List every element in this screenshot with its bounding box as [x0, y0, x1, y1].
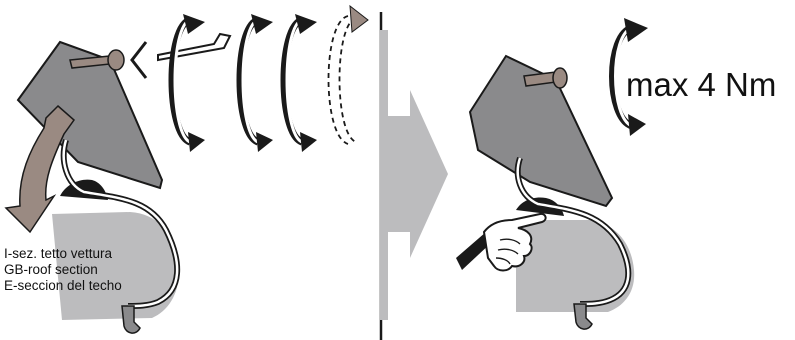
roof-bar-block-left: [16, 40, 164, 190]
roof-section-label-gb: GB-roof section: [4, 262, 98, 277]
roof-section-label-es: E-seccion del techo: [4, 278, 122, 293]
step-arrow: [384, 90, 448, 258]
hex-key-icon: [130, 32, 232, 79]
rotation-arrow-icon: [327, 4, 369, 145]
pointing-hand-icon: [456, 212, 547, 272]
clamp-hook-right: [573, 303, 593, 330]
clamp-strap-highlight-left: [62, 139, 179, 308]
roof-section-label-it: I-sez. tetto vettura: [4, 246, 113, 261]
rotation-arrow-icon: [168, 14, 205, 152]
rotation-arrow-icon: [280, 14, 317, 152]
roof-section-right: [516, 220, 635, 312]
torque-label: max 4 Nm: [626, 66, 776, 103]
direction-arrow-icon: [4, 104, 76, 234]
clamp-hook-left: [121, 305, 141, 334]
left-panel: I-sez. tetto vettura GB-roof section E-s…: [4, 4, 369, 334]
roof-section-left: [52, 212, 179, 320]
clamp-strap-highlight-right: [516, 157, 630, 306]
rotation-arrow-icon: [609, 18, 648, 136]
bolt-right: [523, 67, 568, 89]
bolt-left: [69, 49, 125, 71]
rotation-arrow-icon: [236, 14, 273, 152]
roof-bar-block-right: [468, 54, 614, 208]
right-panel: max 4 Nm: [456, 18, 776, 330]
